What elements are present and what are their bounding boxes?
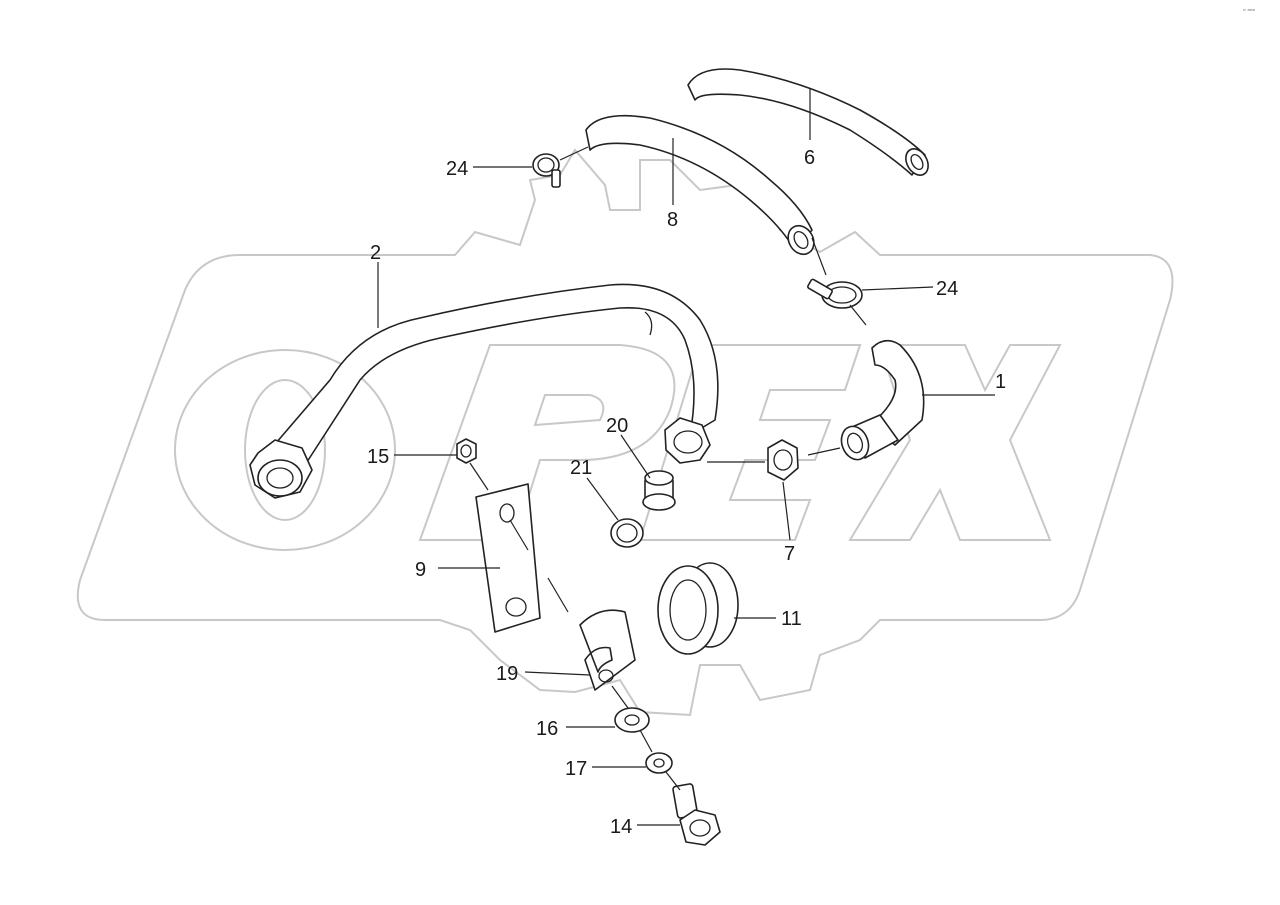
hex-nut-part-7: [767, 439, 799, 481]
watermark-opex: [174, 344, 1062, 551]
callout-9: 9: [415, 559, 426, 581]
callout-14: 14: [610, 816, 632, 838]
clip-part-19: [579, 609, 636, 691]
callout-21: 21: [570, 457, 592, 479]
grommet-part-11: [657, 562, 739, 655]
callout-19: 19: [496, 663, 518, 685]
callout-8: 8: [667, 209, 678, 231]
clamp-part-24-right: [807, 278, 863, 309]
washer-part-16: [614, 707, 650, 733]
bolt-part-14: [672, 783, 721, 846]
watermark-letter-o: [174, 349, 396, 551]
hose-part-8: [585, 114, 815, 256]
callout-labels: 1 2 6 7 8 9 11 14 15 16 17 19 20 21 24 2…: [367, 147, 1006, 838]
watermark-gear: [76, 148, 1174, 717]
callout-11: 11: [781, 608, 802, 630]
callout-7: 7: [784, 543, 795, 565]
callout-15: 15: [367, 446, 389, 468]
washer-part-17: [645, 752, 673, 774]
hose-part-6: [687, 68, 929, 176]
pipe-part-2: [249, 283, 719, 499]
callout-20: 20: [606, 415, 628, 437]
seal-ring-part-21: [610, 518, 644, 548]
callout-17: 17: [565, 758, 587, 780]
fitting-part-20: [642, 470, 676, 511]
callout-16: 16: [536, 718, 558, 740]
callout-6: 6: [804, 147, 815, 169]
corner-mark: ▫ ▫▫▫: [1243, 7, 1255, 14]
elbow-part-1: [840, 339, 925, 461]
clamp-part-24-top: [532, 153, 561, 188]
callout-1: 1: [995, 371, 1006, 393]
leader-lines: [377, 88, 995, 826]
callout-24-right: 24: [936, 278, 958, 300]
bracket-plate-part-9: [475, 483, 541, 633]
callout-24-top: 24: [446, 158, 468, 180]
watermark-letter-p: [418, 344, 676, 541]
watermark-letter-x: [848, 344, 1062, 541]
nut-part-15: [456, 438, 477, 464]
callout-2: 2: [370, 242, 381, 264]
watermark-letter-e: [638, 344, 862, 541]
